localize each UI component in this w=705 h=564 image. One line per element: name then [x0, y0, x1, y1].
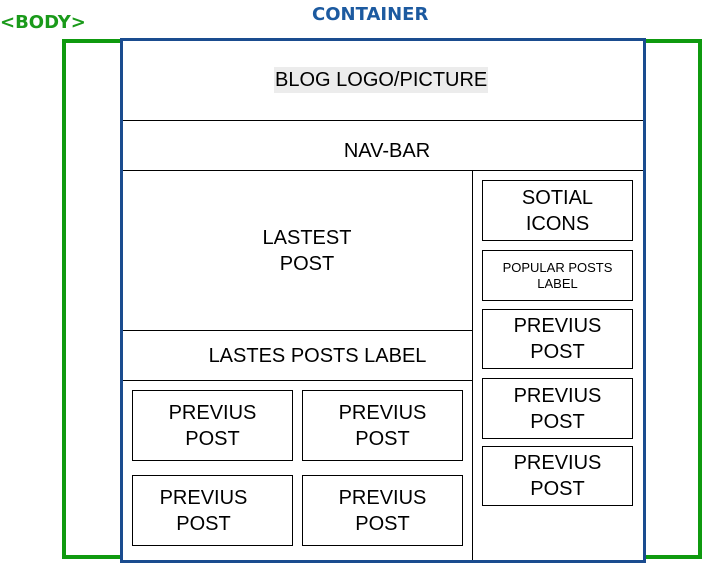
nav-bar: NAV-BAR [343, 140, 431, 162]
main-post-box: PREVIUS POST [302, 390, 463, 461]
sidebar-post-box: PREVIUS POST [482, 309, 633, 369]
popular-posts-label-box: POPULAR POSTS LABEL [482, 250, 633, 301]
posts-label-divider [123, 380, 472, 381]
blog-logo: BLOG LOGO/PICTURE [274, 67, 489, 93]
main-post-box: PREVIUS POST [302, 475, 463, 546]
sidebar-post-label: PREVIUS POST [513, 315, 602, 363]
main-post-box: PREVIUS POST [132, 390, 293, 461]
social-icons-box: SOTIAL ICONS [482, 180, 633, 241]
sidebar-post-label: PREVIUS POST [513, 452, 602, 500]
logo-divider [123, 120, 643, 121]
popular-posts-label: POPULAR POSTS LABEL [502, 259, 613, 291]
sidebar-divider [472, 170, 473, 560]
body-label: <BODY> [0, 12, 86, 33]
main-post-label: PREVIUS POST [159, 486, 248, 535]
main-post-label: PREVIUS POST [338, 486, 427, 535]
main-post-box: PREVIUS POST [132, 475, 293, 546]
sidebar-post-label: PREVIUS POST [513, 384, 602, 433]
main-post-label: PREVIUS POST [338, 401, 427, 450]
container-label: CONTAINER [312, 4, 429, 25]
latest-posts-label: LASTES POSTS LABEL [208, 345, 427, 367]
latest-post: LASTEST POST [262, 227, 352, 275]
main-post-label: PREVIUS POST [168, 401, 257, 450]
latest-post-divider [123, 330, 472, 331]
sidebar-post-box: PREVIUS POST [482, 446, 633, 506]
sidebar-post-box: PREVIUS POST [482, 378, 633, 439]
social-icons-label: SOTIAL ICONS [521, 186, 594, 235]
navbar-divider [123, 170, 643, 171]
